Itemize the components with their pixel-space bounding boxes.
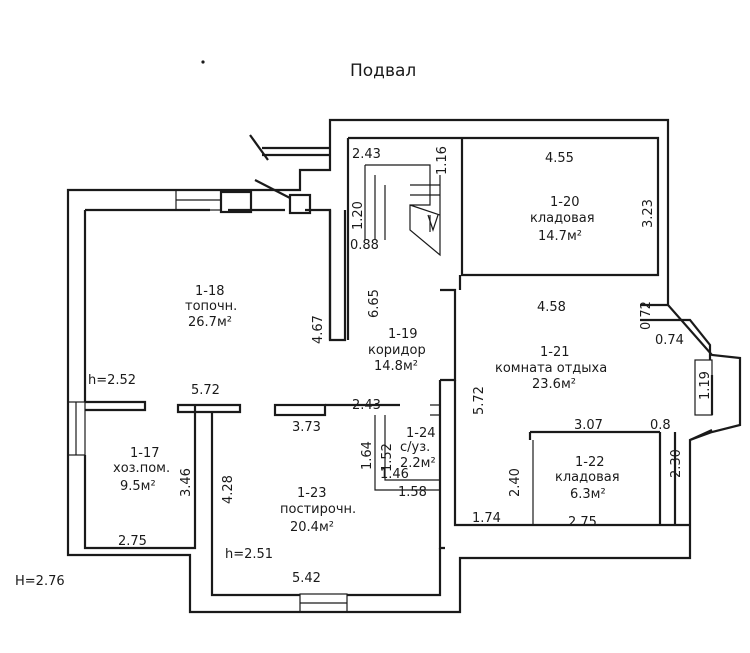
dimension-label: 1.52 [380, 443, 395, 472]
dimension-label: 1.46 [380, 467, 409, 482]
room-label: 1-21 [540, 345, 570, 360]
dimension-label: 4.58 [537, 300, 566, 315]
room-1-22-walls [528, 430, 677, 525]
room-label: 1-24 [406, 426, 436, 441]
room-label: коридор [368, 343, 426, 358]
dimension-label: 2.75 [118, 534, 147, 549]
vertical-dimension-labels: 1.16 1.20 6.65 4.67 3.23 0.72 1.19 5.72 … [179, 146, 713, 504]
dimension-label: 1.16 [435, 146, 450, 175]
dimension-label: 2.43 [352, 147, 381, 162]
dimension-label: 0.88 [350, 238, 379, 253]
room-label: 2.2м² [400, 456, 436, 471]
room-label: 1-19 [388, 327, 418, 342]
dimension-label: 1.74 [472, 511, 501, 526]
room-label: комната отдыха [495, 361, 607, 376]
plan-title: Подвал [350, 61, 416, 81]
dimension-label: 0.72 [639, 301, 654, 330]
height-label: h=2.51 [225, 547, 273, 562]
room-label: топочн. [185, 299, 237, 314]
room-label: 1-18 [195, 284, 225, 299]
room-label: кладовая [555, 470, 620, 485]
dimension-label: 1.58 [398, 485, 427, 500]
height-labels: H=2.76 h=2.52 h=2.51 [15, 373, 273, 589]
entrance-walls [249, 134, 330, 215]
room-label: 23.6м² [532, 377, 576, 392]
dimension-label: 5.42 [292, 571, 321, 586]
window-top-1-18 [175, 189, 253, 214]
room-label: постирочн. [280, 502, 356, 517]
room-label: с/уз. [400, 440, 430, 455]
room-label: 20.4м² [290, 520, 334, 535]
staircase [364, 164, 441, 257]
room-1-23-walls [210, 412, 442, 597]
room-label: хоз.пом. [113, 461, 170, 476]
height-label: H=2.76 [15, 574, 65, 589]
dimension-label: 4.67 [311, 315, 326, 344]
dimension-label: 1.64 [360, 441, 375, 470]
dimension-label: 5.72 [472, 386, 487, 415]
window-1-23 [299, 593, 348, 613]
dimension-label: 6.65 [367, 289, 382, 318]
dimension-label: 3.23 [641, 199, 656, 228]
dimension-label: 4.55 [545, 151, 574, 166]
dimension-label: 3.46 [179, 468, 194, 497]
room-label: 14.7м² [538, 229, 582, 244]
window-1-17 [67, 401, 86, 456]
dimension-label: 2.40 [508, 468, 523, 497]
room-1-18-walls [85, 210, 347, 414]
dimension-label: 0.8 [650, 418, 671, 433]
dimension-label: 1.19 [698, 371, 713, 400]
dimension-label: 2.75 [568, 515, 597, 530]
room-labels: 1-18 топочн. 26.7м² 1-19 коридор 14.8м² … [113, 195, 620, 535]
dot-mark [201, 60, 205, 64]
dimension-label: 0.74 [655, 333, 684, 348]
room-label: 9.5м² [120, 479, 156, 494]
dimension-labels: 2.43 0.88 4.55 4.58 0.74 5.72 2.43 3.73 … [118, 147, 684, 586]
dimension-label: 4.28 [221, 475, 236, 504]
room-label: 6.3м² [570, 487, 606, 502]
room-label: 1-20 [550, 195, 580, 210]
bay-window-walls [640, 303, 714, 442]
room-label: 1-22 [575, 455, 605, 470]
dimension-label: 2.30 [669, 449, 684, 478]
room-label: 14.8м² [374, 359, 418, 374]
dimension-label: 2.43 [352, 398, 381, 413]
dimension-label: 3.07 [574, 418, 603, 433]
dimension-label: 3.73 [292, 420, 321, 435]
room-label: 1-17 [130, 446, 160, 461]
room-label: 1-23 [297, 486, 327, 501]
height-label: h=2.52 [88, 373, 136, 388]
dimension-label: 1.20 [351, 201, 366, 230]
dimension-label: 5.72 [191, 383, 220, 398]
room-label: кладовая [530, 211, 595, 226]
room-label: 26.7м² [188, 315, 232, 330]
